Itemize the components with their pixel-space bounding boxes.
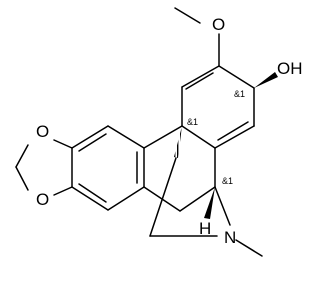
atom-labels: O OH O O N H <box>36 15 303 247</box>
atom-oxygen-dioxole-top: O <box>36 122 49 141</box>
bond-c-c <box>181 125 216 149</box>
bond-o-ch2 <box>15 144 29 168</box>
bond-aromatic-inner <box>78 183 107 203</box>
bond-n-methyl <box>235 239 263 257</box>
bond-c-c <box>214 125 255 149</box>
bond-methyl-o <box>174 7 201 24</box>
bond-double-inner <box>217 121 249 141</box>
wedge-bond-h <box>204 187 215 219</box>
atom-nitrogen: N <box>224 228 236 247</box>
bond-c-o <box>53 186 73 196</box>
bond-aromatic <box>107 125 145 149</box>
hashed-wedge-bond <box>174 126 182 158</box>
atom-oxygen-dioxole-bottom: O <box>36 190 49 209</box>
bond-c-c <box>143 125 183 149</box>
bond-lines <box>15 7 278 257</box>
bond-double-inner <box>185 72 214 90</box>
bond-c-c <box>179 186 216 212</box>
bond-c-c <box>218 65 255 89</box>
stereo-label-quaternary: &1 <box>187 117 198 127</box>
wedge-bond-oh <box>254 72 278 88</box>
bond-aromatic <box>107 186 145 211</box>
bond-c-o <box>53 139 73 149</box>
stereo-label-carbinol: &1 <box>234 89 245 99</box>
chemical-structure: O OH O O N H &1 &1 &1 <box>15 7 303 257</box>
atom-hydroxyl: OH <box>277 59 303 78</box>
atom-oxygen-methoxy: O <box>212 15 225 34</box>
bond-aromatic <box>71 125 109 149</box>
bond-c-c <box>181 65 220 88</box>
bond-aromatic <box>71 186 109 211</box>
bond-c-n <box>214 186 231 226</box>
stereo-label-bridgehead: &1 <box>222 176 233 186</box>
stereo-labels: &1 &1 &1 <box>187 89 245 186</box>
atom-hydrogen: H <box>199 219 211 238</box>
bond-ch2-o <box>15 166 29 191</box>
bond-aromatic-inner <box>78 133 107 152</box>
bond-c-c <box>149 157 177 237</box>
